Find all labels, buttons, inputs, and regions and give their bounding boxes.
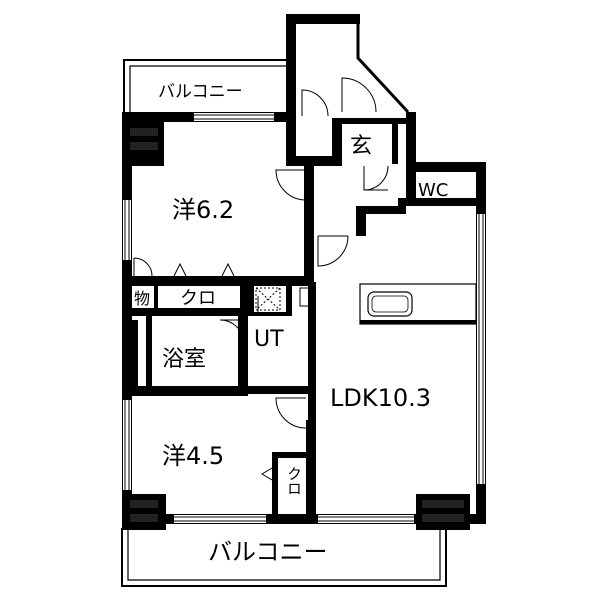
doors — [133, 77, 389, 429]
storage-label: 物 — [134, 289, 150, 308]
bath-label: 浴室 — [162, 347, 206, 372]
closet-2-label: クロ — [285, 466, 303, 496]
ldk-label: LDK10.3 — [330, 384, 431, 412]
western-room-2-label: 洋4.5 — [162, 442, 224, 470]
balcony-bottom — [121, 528, 447, 587]
utility-label: UT — [254, 327, 284, 352]
closet-1-label: クロ — [180, 288, 216, 309]
balcony-top — [123, 59, 290, 118]
washing-machine-pan — [255, 287, 281, 311]
entry-corridor-walls — [286, 14, 416, 170]
entrance-label: 玄 — [350, 134, 372, 159]
balcony-bottom-label: バルコニー — [208, 538, 328, 566]
balcony-top-label: バルコニー — [158, 82, 243, 102]
windows — [123, 113, 485, 523]
western-room-1-label: 洋6.2 — [172, 196, 234, 224]
wc-label: WC — [418, 180, 448, 201]
closet-fold-doors — [173, 262, 273, 481]
interior-walls — [122, 166, 406, 518]
kitchen-counter — [359, 283, 477, 325]
